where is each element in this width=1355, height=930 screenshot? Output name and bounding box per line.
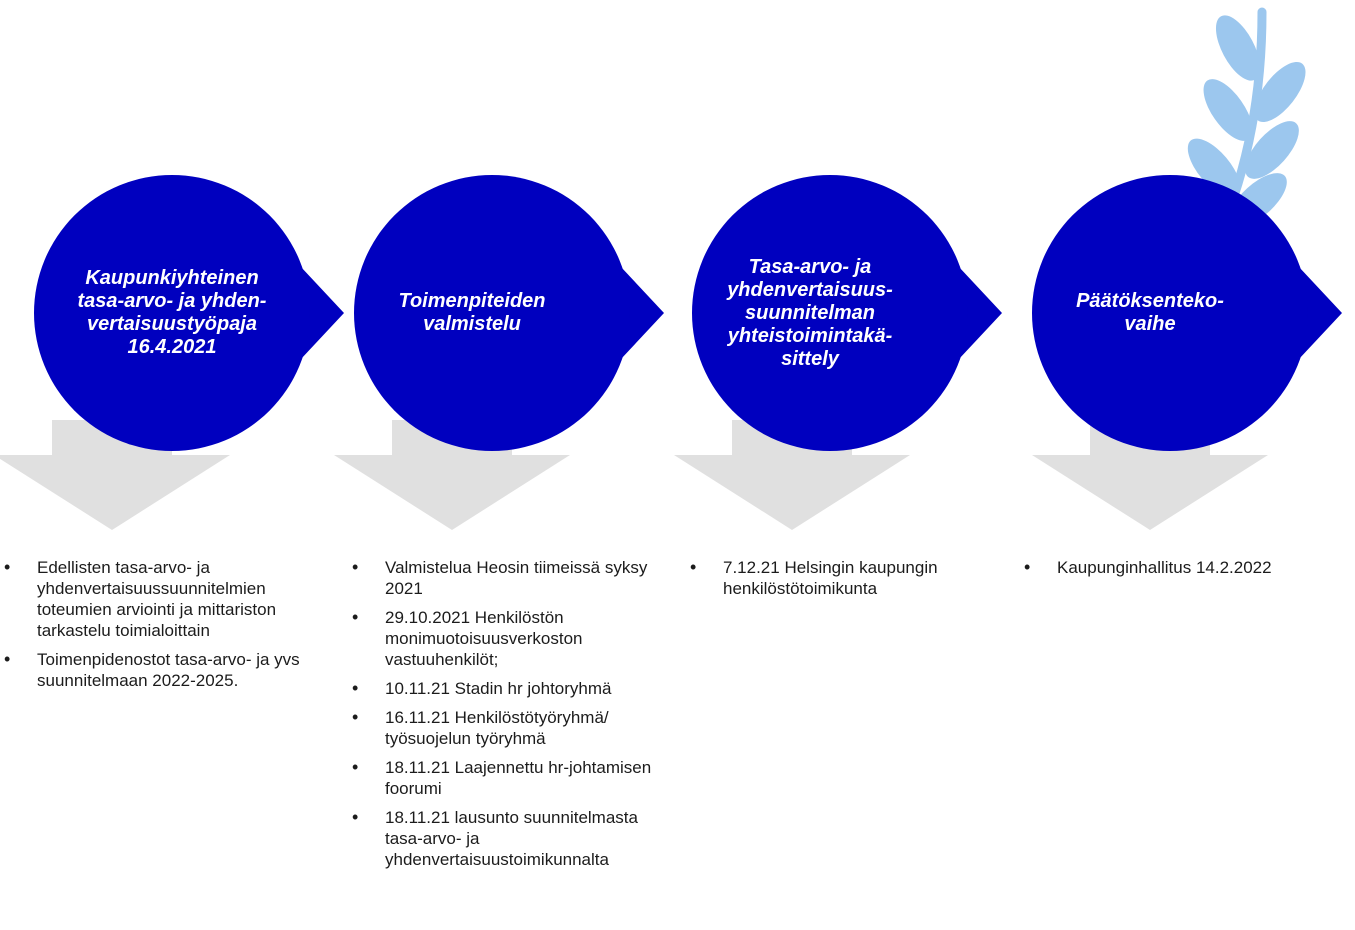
leaf-icon [1254, 61, 1306, 123]
down-arrow-4 [1032, 420, 1268, 530]
leaf-icon [1203, 79, 1253, 141]
down-arrow-1 [0, 420, 230, 530]
stage-4-title: Päätöksenteko- vaihe [1076, 290, 1224, 335]
stage-1-list: Edellisten tasa-arvo- ja yhdenvertaisuus… [4, 557, 326, 699]
list-item: Edellisten tasa-arvo- ja yhdenvertaisuus… [4, 557, 326, 641]
stage-3-title: Tasa-arvo- ja yhdenvertaisuus- suunnitel… [727, 255, 893, 370]
stage-3-list: 7.12.21 Helsingin kaupungin henkilöstöto… [690, 557, 990, 607]
list-item: 10.11.21 Stadin hr johtoryhmä [352, 678, 656, 699]
list-item: Toimenpidenostot tasa-arvo- ja yvs suunn… [4, 649, 326, 691]
list-item: 18.11.21 Laajennettu hr-johtamisen fooru… [352, 757, 656, 799]
stage-2-list: Valmistelua Heosin tiimeissä syksy 2021 … [352, 557, 656, 878]
stage-4-circle [1032, 175, 1308, 451]
list-item: 16.11.21 Henkilöstötyöryhmä/ työsuojelun… [352, 707, 656, 749]
leaf-icon [1187, 138, 1241, 198]
list-item: 18.11.21 lausunto suunnitelmasta tasa-ar… [352, 807, 656, 870]
stage-1-circle [34, 175, 310, 451]
list-item: 29.10.2021 Henkilöstön monimuotoisuusver… [352, 607, 656, 670]
stage-1-title: Kaupunkiyhteinen tasa-arvo- ja yhden- ve… [77, 267, 267, 358]
stage-2-title: Toimenpiteiden valmistelu [398, 290, 546, 335]
stage-4-list: Kaupunginhallitus 14.2.2022 [1024, 557, 1324, 586]
stage-2-circle [354, 175, 630, 451]
leaf-icon [1245, 121, 1299, 179]
list-item: 7.12.21 Helsingin kaupungin henkilöstöto… [690, 557, 990, 599]
leaf-icon [1215, 15, 1261, 81]
list-item: Kaupunginhallitus 14.2.2022 [1024, 557, 1324, 578]
list-item: Valmistelua Heosin tiimeissä syksy 2021 [352, 557, 656, 599]
stage-3-circle [692, 175, 968, 451]
stage-shapes [34, 175, 1342, 451]
